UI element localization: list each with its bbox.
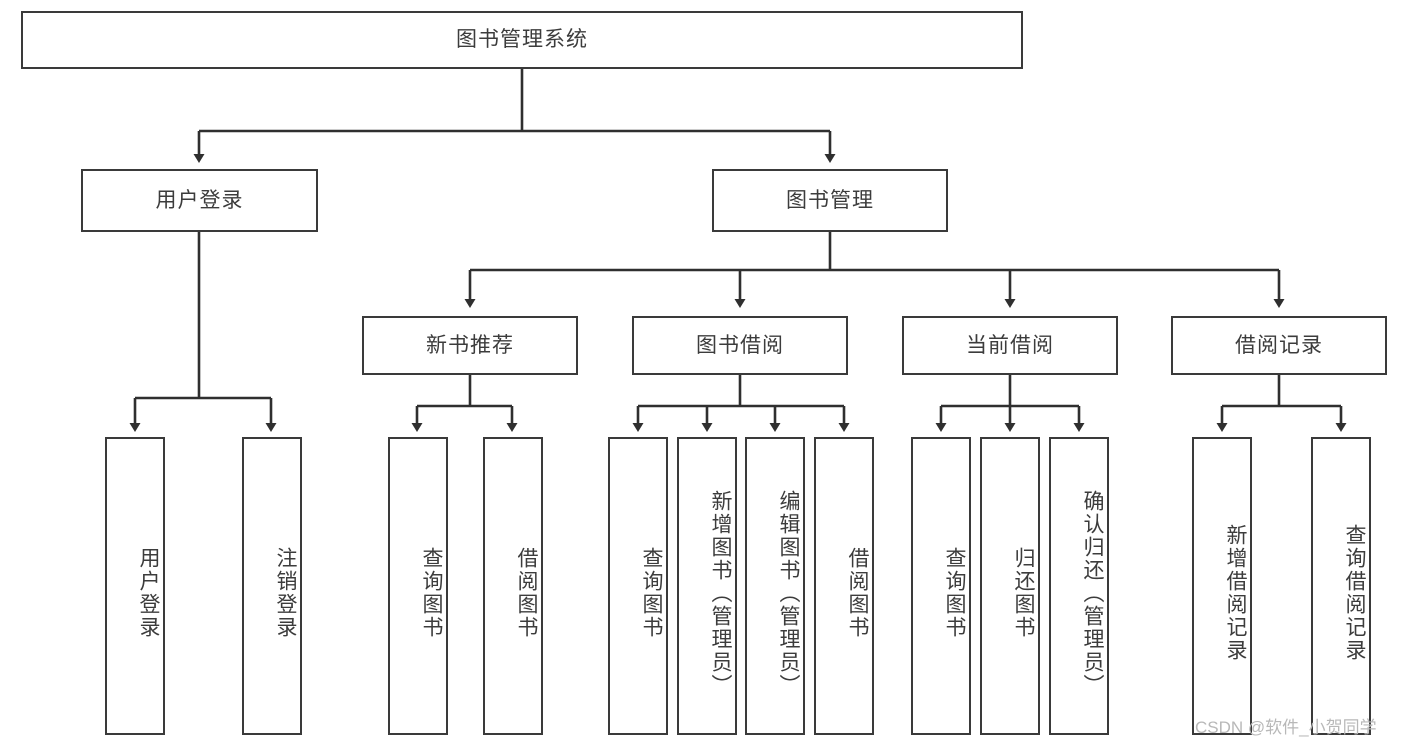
node-label: 查询图书 [640,547,663,639]
node-leaf-add-book[interactable]: 新增图书（管理员） [677,437,737,735]
node-label: 图书管理系统 [456,28,588,52]
node-label: 用户登录 [137,547,160,639]
node-leaf-return-book[interactable]: 归还图书 [980,437,1040,735]
node-label: 借阅图书 [515,547,538,639]
node-leaf-confirm-return[interactable]: 确认归还（管理员） [1049,437,1109,735]
node-leaf-query-borrow-record[interactable]: 查询借阅记录 [1311,437,1371,735]
node-label: 新增图书（管理员） [709,489,732,697]
node-leaf-add-borrow-record[interactable]: 新增借阅记录 [1192,437,1252,735]
node-leaf-query-book-borrow[interactable]: 查询图书 [608,437,668,735]
node-label: 借阅记录 [1235,333,1323,357]
node-label: 编辑图书（管理员） [777,489,800,697]
node-root[interactable]: 图书管理系统 [21,11,1023,69]
watermark: CSDN @软件_小贺同学 [1195,718,1377,737]
node-label: 查询图书 [420,547,443,639]
node-leaf-query-book-current[interactable]: 查询图书 [911,437,971,735]
node-book-borrow[interactable]: 图书借阅 [632,316,848,375]
node-new-book-recommend[interactable]: 新书推荐 [362,316,578,375]
node-label: 查询借阅记录 [1343,524,1366,662]
node-label: 图书管理 [786,188,874,212]
node-leaf-edit-book[interactable]: 编辑图书（管理员） [745,437,805,735]
node-label: 用户登录 [155,188,244,212]
node-label: 确认归还（管理员） [1081,489,1104,697]
node-label: 新增借阅记录 [1224,524,1247,662]
node-leaf-query-book-recommend[interactable]: 查询图书 [388,437,448,735]
node-user-login[interactable]: 用户登录 [81,169,318,232]
node-label: 注销登录 [274,547,297,639]
node-borrow-record[interactable]: 借阅记录 [1171,316,1387,375]
node-leaf-borrow-book[interactable]: 借阅图书 [814,437,874,735]
node-label: 查询图书 [943,547,966,639]
node-leaf-logout[interactable]: 注销登录 [242,437,302,735]
node-current-borrow[interactable]: 当前借阅 [902,316,1118,375]
node-label: 当前借阅 [966,333,1054,357]
node-book-manage[interactable]: 图书管理 [712,169,948,232]
node-leaf-user-login[interactable]: 用户登录 [105,437,165,735]
node-leaf-borrow-book-recommend[interactable]: 借阅图书 [483,437,543,735]
node-label: 借阅图书 [846,547,869,639]
node-label: 图书借阅 [696,333,784,357]
node-label: 归还图书 [1012,547,1035,639]
node-label: 新书推荐 [426,333,514,357]
